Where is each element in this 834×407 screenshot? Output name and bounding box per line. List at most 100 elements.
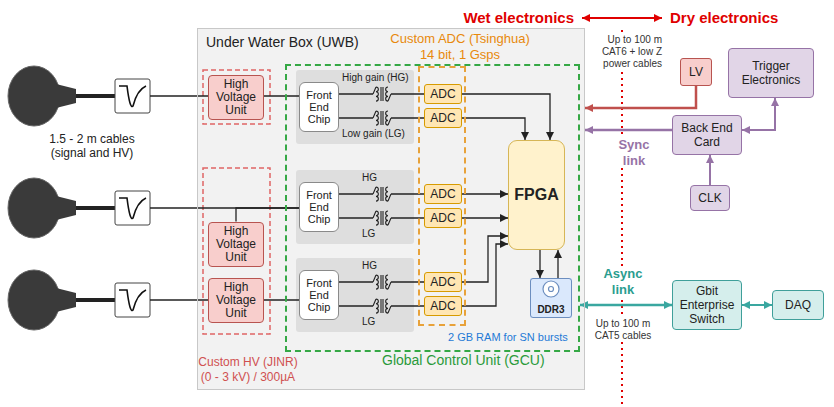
- transformer-symbol-part: [373, 110, 391, 126]
- connector: [236, 208, 299, 222]
- signal-wire-part: [150, 299, 208, 301]
- connector: [742, 304, 772, 306]
- node-text: Front End Chip: [302, 189, 336, 225]
- pmt-part: [56, 288, 76, 312]
- wet-dry-boundary: [621, 30, 623, 405]
- pulse-box-part: [115, 283, 150, 317]
- pmt: [8, 66, 76, 330]
- annotation-label: 2 GB RAM for SN bursts: [448, 331, 568, 344]
- annotation-label: High gain (HG): [342, 72, 409, 84]
- annotation-label: LG: [362, 316, 375, 328]
- backend-box: Back End Card: [672, 115, 742, 155]
- node-text: Custom ADC (Tsinghua): [360, 31, 560, 46]
- pmt-part: [8, 178, 60, 238]
- signal-wire-part: [150, 95, 208, 97]
- node-text: Trigger Electronics: [731, 59, 811, 87]
- transformer-symbol-part: [373, 274, 391, 290]
- transformer-symbol-part: [373, 210, 391, 226]
- pmt-cable-part: [76, 94, 115, 98]
- ddr3-disk-icon: [543, 281, 559, 297]
- switch-box: Gbit Enterprise Switch: [672, 280, 742, 330]
- pulse-box-part: [115, 79, 150, 113]
- front-end-chip: Front End Chip: [299, 182, 339, 232]
- node-text: ADC: [430, 187, 455, 201]
- front-end-bands-part: [296, 170, 414, 244]
- adc-group: Custom ADC (Tsinghua)14 bit, 1 GspsADCAD…: [418, 66, 466, 326]
- pulse-shape-part: [119, 198, 146, 219]
- uwb-fill: [197, 28, 585, 390]
- connector: [539, 250, 540, 278]
- node-text: Front End Chip: [302, 277, 336, 313]
- hv-group-outline: [203, 70, 270, 334]
- transformer-symbol-part: [373, 298, 391, 314]
- hv-group-outline-part: [203, 70, 270, 124]
- pulse-box-part: [115, 191, 150, 225]
- pulse-shape-part: [119, 86, 146, 107]
- node-text: Under Water Box (UWB): [206, 34, 359, 50]
- transformer-symbol-part: [373, 186, 391, 202]
- hv-group-outline-part: [203, 168, 270, 334]
- node-text: ADC: [430, 211, 455, 225]
- annotation-label: Up to 100 m CAT6 + low Z power cables: [588, 34, 662, 70]
- node-text: FPGA: [514, 186, 558, 204]
- ddr3-disk-icon-part: [549, 287, 554, 292]
- hv-unit-box: High Voltage Unit: [208, 222, 264, 267]
- pulse-shape: [119, 86, 146, 311]
- connector: [462, 244, 508, 306]
- pmt-part: [56, 196, 76, 220]
- trigger-box: Trigger Electronics: [728, 48, 814, 98]
- transformer-symbol: [373, 86, 391, 314]
- transformer-symbol-part: [373, 86, 391, 102]
- control-unit-group: Global Control Unit (GCU)Custom ADC (Tsi…: [285, 64, 580, 352]
- hv-unit-box: High Voltage Unit: [208, 75, 264, 120]
- node-text: ADC: [430, 275, 455, 289]
- adc-box: ADC: [424, 84, 462, 104]
- ddr3-disk-icon-part: [543, 281, 559, 297]
- adc-box: ADC: [424, 184, 462, 204]
- annotation-label: Dry electronics: [670, 9, 778, 27]
- node-text: ADC: [430, 87, 455, 101]
- node-text: DDR3: [537, 304, 564, 315]
- connector: [462, 94, 550, 140]
- wet-dry-arrow: [582, 17, 662, 19]
- node-text: High Voltage Unit: [212, 78, 260, 117]
- front-end-chip: Front End Chip: [299, 270, 339, 320]
- connector: [709, 155, 711, 185]
- node-text: DAQ: [785, 298, 811, 312]
- power-box: LV: [680, 58, 712, 86]
- link-label: Sync link: [612, 137, 656, 168]
- annotation-label: Custom HV (JINR): [186, 355, 310, 369]
- daq-box: DAQ: [772, 290, 824, 320]
- adc-box: ADC: [424, 208, 462, 228]
- adc-box: ADC: [424, 272, 462, 292]
- annotation-label: (0 - 3 kV) / 300µA: [186, 370, 310, 384]
- annotation-label: HG: [362, 172, 377, 184]
- node-text: High Voltage Unit: [212, 281, 260, 320]
- connector: [585, 129, 672, 132]
- pulse-box: [115, 79, 150, 317]
- node-text: Front End Chip: [302, 89, 336, 125]
- connector: [580, 304, 672, 307]
- connector: [742, 98, 775, 130]
- node-text: High Voltage Unit: [212, 225, 260, 264]
- connector: [462, 217, 508, 218]
- connector: [462, 236, 508, 282]
- connector: [264, 95, 299, 96]
- pmt-cable-part: [76, 206, 115, 210]
- node-text: CLK: [698, 191, 721, 205]
- front-end-bands: [296, 70, 414, 332]
- adc-box: ADC: [424, 296, 462, 316]
- node-text: LV: [689, 65, 703, 79]
- connector: [462, 118, 525, 140]
- connector: [557, 250, 558, 278]
- node-text: 14 bit, 1 Gsps: [360, 47, 560, 62]
- node-text: Gbit Enterprise Switch: [676, 284, 738, 326]
- link-label: Async link: [598, 266, 648, 297]
- memory-box: DDR3: [530, 278, 572, 318]
- node-text: Global Control Unit (GCU): [382, 352, 545, 368]
- connector: [585, 86, 696, 108]
- clock-box: CLK: [690, 185, 730, 211]
- fpga-box: FPGA: [508, 140, 565, 250]
- node-text: ADC: [430, 111, 455, 125]
